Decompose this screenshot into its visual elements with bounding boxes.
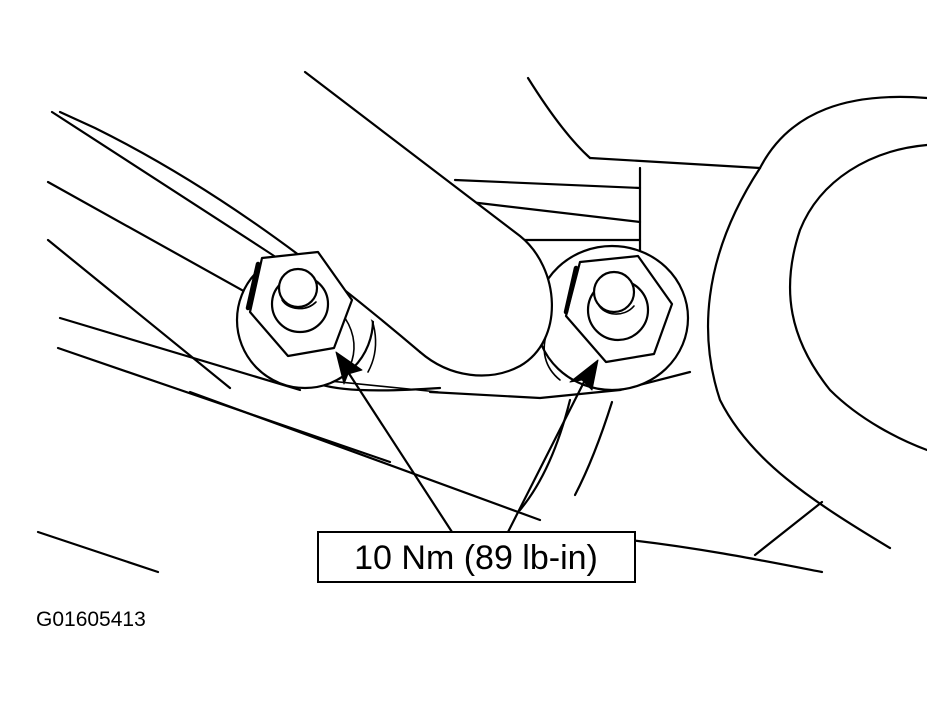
- right-leader-arrow: [506, 359, 599, 534]
- right-nut: [563, 254, 674, 364]
- figure-id: G01605413: [36, 608, 146, 631]
- torque-callout-label: 10 Nm (89 lb-in): [354, 539, 598, 577]
- torque-callout: 10 Nm (89 lb-in): [317, 531, 636, 583]
- right-curved-component: [628, 95, 927, 574]
- left-leader-arrow: [335, 351, 454, 534]
- left-nut: [245, 250, 354, 358]
- tube-hose: [58, 70, 553, 377]
